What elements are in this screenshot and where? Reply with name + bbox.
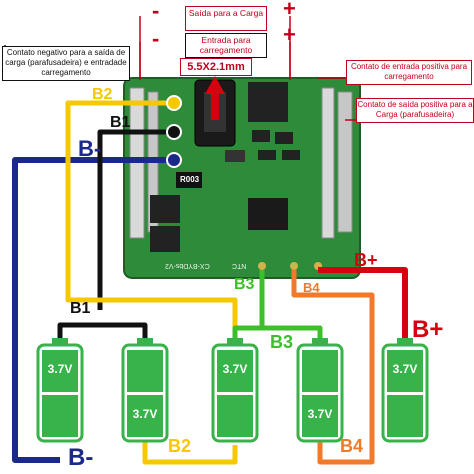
jack-size-label: 5.5X2.1mm (180, 58, 252, 76)
battery-cell-3 (211, 338, 259, 443)
battery-cell-2 (121, 338, 169, 443)
b-plus-bottom-label: B+ (412, 316, 444, 343)
b3-wire (232, 270, 323, 345)
chip-label-r003: R003 (180, 175, 200, 184)
battery-1-top-voltage: 3.7V (47, 362, 73, 376)
b3-board-label: B3 (234, 276, 255, 293)
ntc-pad-label: NTC (232, 262, 247, 269)
battery-3-top-voltage: 3.7V (222, 362, 248, 376)
pcb-board (123, 77, 361, 279)
b-plus-wire (318, 267, 408, 345)
output-plus-symbol: + (283, 0, 296, 21)
b2-solder-point (166, 95, 182, 111)
output-load-callout: Saída para a Carga (185, 6, 267, 31)
b1-wire (57, 129, 174, 345)
b2-top-label: B2 (92, 86, 113, 103)
b4-board-label: B4 (303, 280, 320, 295)
input-minus-symbol: - (152, 26, 160, 51)
b3-bottom-label: B3 (270, 332, 294, 352)
neg-contact-callout: Contato negativo para a saída de carga (… (2, 46, 130, 81)
pos-output-contact-callout: Contato de saída positiva para a Carga (… (356, 98, 474, 123)
b-minus-solder-point (166, 152, 182, 168)
jack-arrow-icon (205, 76, 225, 120)
b1-top-label: B1 (110, 114, 131, 131)
b1-bottom-label: B1 (70, 300, 91, 317)
battery-cell-1 (36, 338, 84, 443)
b2-wire (65, 100, 238, 465)
battery-4-bottom-voltage: 3.7V (307, 407, 333, 421)
b1-solder-point (166, 124, 182, 140)
b-plus-board-label: B+ (354, 250, 378, 270)
input-charging-callout: Entrada para carregamento (185, 33, 267, 58)
battery-5-top-voltage: 3.7V (392, 362, 418, 376)
input-plus-symbol: + (283, 22, 296, 47)
callout-lines (139, 16, 360, 121)
battery-pack (36, 338, 429, 443)
b-minus-top-label: B- (78, 136, 102, 161)
output-minus-symbol: - (152, 0, 160, 23)
b2-bottom-label: B2 (168, 436, 192, 456)
b4-bottom-label: B4 (340, 436, 364, 456)
board-silk-text: CX-BYDbs-V2 (165, 262, 210, 269)
battery-cell-4 (296, 338, 344, 443)
b-minus-bottom-label: B- (68, 444, 94, 471)
pos-input-contact-callout: Contato de entrada positiva para carrega… (346, 60, 472, 85)
b-minus-wire (12, 157, 174, 463)
battery-cell-5 (381, 338, 429, 443)
battery-2-bottom-voltage: 3.7V (132, 407, 158, 421)
b4-wire (291, 270, 375, 465)
